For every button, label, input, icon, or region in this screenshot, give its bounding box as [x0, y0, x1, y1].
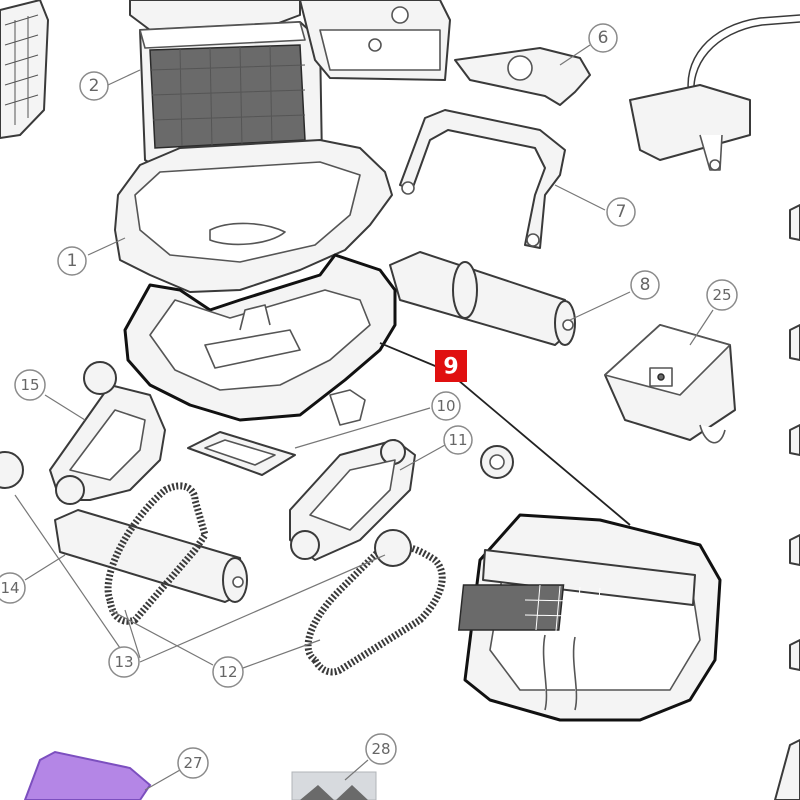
gasket-plate-part-10: [187, 431, 296, 476]
callout-9-highlighted: 9: [435, 350, 467, 382]
grey-pad-part-28: [291, 771, 377, 800]
svg-text:6: 6: [598, 28, 609, 48]
callout-15: 15: [14, 369, 46, 401]
filter-basket-part-2: [139, 21, 323, 181]
chassis-bottom-assembly: [457, 513, 722, 722]
leader-lines: [14, 44, 714, 791]
callout-8: 8: [630, 270, 660, 300]
bracket-part-6: [454, 47, 591, 106]
right-edge-parts: [774, 204, 800, 800]
callout-28: 28: [365, 733, 397, 765]
svg-text:13: 13: [114, 653, 133, 671]
callout-13: 13: [108, 646, 140, 678]
callout-6: 6: [588, 23, 618, 53]
svg-text:15: 15: [20, 376, 39, 394]
svg-text:11: 11: [448, 431, 467, 449]
callout-2: 2: [79, 71, 109, 101]
svg-text:9: 9: [443, 355, 458, 380]
top-shell-part-1: [114, 139, 393, 293]
left-wheel-edge: [0, 451, 24, 489]
purple-pad-part-27: [23, 750, 152, 800]
callout-14: 14: [0, 572, 26, 604]
main-chassis-part-9: [123, 253, 397, 426]
callout-27: 27: [177, 747, 209, 779]
svg-text:14: 14: [0, 579, 19, 597]
callout-7: 7: [606, 197, 636, 227]
filter-panel-top-left: [0, 0, 49, 139]
roller-brush-part-8: [389, 251, 576, 346]
svg-text:10: 10: [436, 397, 455, 415]
svg-text:25: 25: [712, 286, 731, 304]
callout-10: 10: [431, 391, 461, 421]
svg-text:28: 28: [371, 740, 390, 758]
callout-1: 1: [57, 246, 87, 276]
svg-text:27: 27: [183, 754, 202, 772]
lower-roller-part-14: [54, 509, 248, 603]
power-cable-unit: [629, 14, 800, 171]
callout-12: 12: [212, 656, 244, 688]
callout-11: 11: [443, 425, 473, 455]
left-side-frame-part-15: [49, 361, 166, 505]
drive-belt-left: [104, 482, 209, 625]
svg-text:8: 8: [640, 275, 651, 295]
motor-unit-top: [299, 0, 451, 81]
svg-text:1: 1: [67, 251, 78, 271]
handle-part-7: [399, 109, 566, 249]
right-side-frame-part-11: [289, 439, 514, 561]
svg-text:12: 12: [218, 663, 237, 681]
svg-text:7: 7: [616, 202, 627, 222]
callout-25: 25: [706, 279, 738, 311]
control-box-part-25: [604, 324, 736, 444]
drive-belt-right: [304, 529, 446, 676]
svg-text:2: 2: [89, 76, 100, 96]
